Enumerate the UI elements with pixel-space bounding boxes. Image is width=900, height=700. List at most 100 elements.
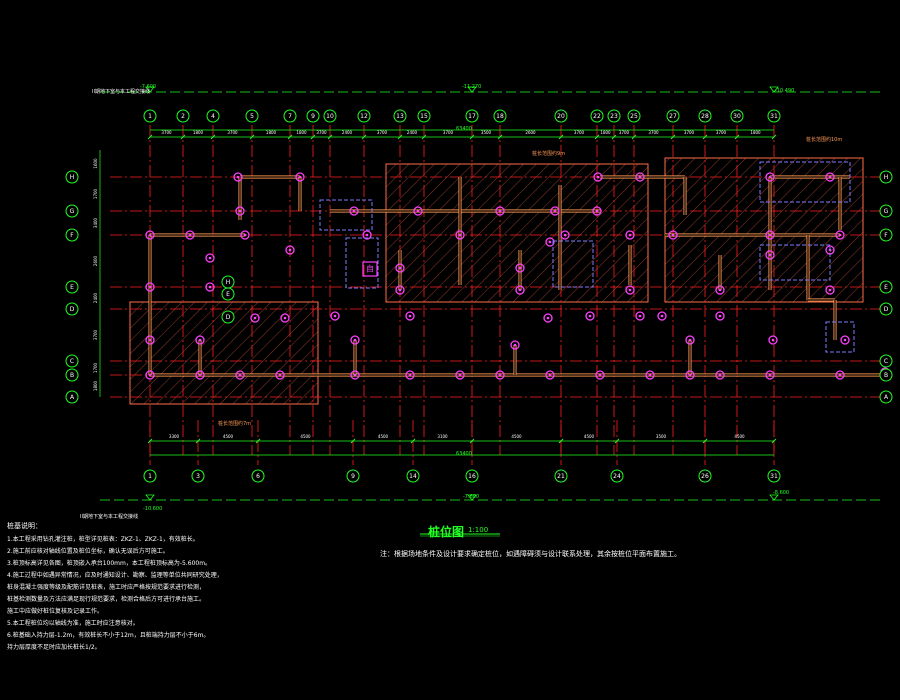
pile-marker <box>195 370 205 380</box>
bottom-dim-label: 3300 <box>169 434 180 439</box>
pile-marker <box>765 250 775 260</box>
pile-center <box>598 373 602 377</box>
bottom-dim-label: 3100 <box>437 434 448 439</box>
pile-marker <box>593 172 603 182</box>
pile-center <box>648 373 652 377</box>
note-line: 施工中应做好桩位复核及记录工作。 <box>7 608 104 615</box>
axis-bubble-right-label: A <box>884 394 889 401</box>
axis-bubble-top <box>554 109 568 123</box>
pile-marker <box>350 370 360 380</box>
pile-marker <box>195 335 205 345</box>
bottom-dim-tick <box>195 438 201 444</box>
axis-bubble-top-label: 9 <box>311 113 315 120</box>
top-dim-tick <box>249 134 255 140</box>
pile-center <box>768 233 772 237</box>
pile-marker <box>592 206 602 216</box>
axis-bubble-bottom <box>191 469 205 483</box>
axis-bubble-top <box>323 109 337 123</box>
axis-bubble-bottom-label: 1 <box>148 473 152 480</box>
pile-marker <box>510 340 520 350</box>
foundation-walls <box>148 175 885 377</box>
pile-center <box>238 373 242 377</box>
axis-bubble-left <box>65 204 79 218</box>
axis-bubble-left-label: D <box>70 306 75 313</box>
axis-bubble-right-label: E <box>884 284 888 291</box>
zone-label-top: 桩长范围约9m <box>532 151 566 157</box>
overall-dim-top: 63400 <box>456 126 472 132</box>
pile-marker <box>765 370 775 380</box>
axis-bubble-left <box>65 228 79 242</box>
bottom-dim-label: 4500 <box>300 434 311 439</box>
pile-marker <box>205 282 215 292</box>
pile-center <box>333 314 337 318</box>
pile-marker <box>395 263 405 273</box>
pile-center <box>498 373 502 377</box>
axis-bubble-left-label: H <box>70 174 75 181</box>
bottom-dim-label: 4500 <box>223 434 234 439</box>
pile-center <box>148 233 152 237</box>
hatched-zones <box>129 157 864 405</box>
axis-bubble-right <box>879 280 893 294</box>
pile-center <box>628 233 632 237</box>
axis-bubble-top-label: 12 <box>360 113 368 120</box>
axis-bubble-left <box>65 302 79 316</box>
bottom-dim-label: 3500 <box>656 434 667 439</box>
pile-marker <box>455 230 465 240</box>
axis-bubble-top <box>206 109 220 123</box>
top-dim-tick <box>287 134 293 140</box>
bottom-dim-tick <box>350 438 356 444</box>
axis-callout <box>221 310 235 324</box>
pile-marker <box>715 370 725 380</box>
pile-center <box>498 209 502 213</box>
pile-center <box>660 314 664 318</box>
left-dim-label: 1800 <box>93 380 98 391</box>
axis-bubble-left <box>65 368 79 382</box>
axis-bubble-top <box>417 109 431 123</box>
pile-center <box>148 285 152 289</box>
elevation-marker <box>467 494 477 501</box>
bottom-dim-label: 4500 <box>584 434 595 439</box>
pile-marker <box>515 285 525 295</box>
bottom-dim-tick <box>614 438 620 444</box>
bottom-dim-label: 4500 <box>378 434 389 439</box>
axis-bubble-bottom-label: 24 <box>613 473 621 480</box>
top-dim-tick <box>210 134 216 140</box>
pile-center <box>638 314 642 318</box>
pile-center <box>671 233 675 237</box>
axis-bubble-bottom <box>143 469 157 483</box>
pile-marker <box>595 370 605 380</box>
axis-bubble-top <box>306 109 320 123</box>
pile-marker <box>330 311 340 321</box>
pile-marker <box>250 313 260 323</box>
pile-center <box>596 175 600 179</box>
notes-title: 桩基说明： <box>7 522 42 530</box>
note-line: 5.本工程桩位均以轴线为准，施工时应注意核对。 <box>7 620 139 627</box>
top-dim-label: 3700 <box>377 130 388 135</box>
pile-center <box>563 233 567 237</box>
pile-center <box>838 233 842 237</box>
pile-center <box>638 175 642 179</box>
axis-bubble-top-label: 13 <box>396 113 404 120</box>
pile-marker <box>455 370 465 380</box>
pile-marker <box>765 230 775 240</box>
left-dim-label: 3700 <box>93 329 98 340</box>
axis-bubble-top-label: 30 <box>733 113 741 120</box>
pile-marker <box>350 335 360 345</box>
note-line: 6.桩基础入持力层-1.2m，有效桩长不小于12m，且桩端持力层不小于6m。 <box>7 632 210 639</box>
elevation-marker <box>145 494 155 501</box>
axis-bubble-bottom <box>554 469 568 483</box>
highlight-box <box>345 237 379 289</box>
axis-bubble-top <box>493 109 507 123</box>
top-dim-label: 3700 <box>619 130 630 135</box>
axis-bubble-left-label: F <box>70 232 74 239</box>
axis-bubble-top-label: 28 <box>701 113 709 120</box>
pile-center <box>416 209 420 213</box>
pile-center <box>188 233 192 237</box>
axis-bubble-top-label: 27 <box>669 113 677 120</box>
axis-bubble-right <box>879 390 893 404</box>
pile-marker <box>685 335 695 345</box>
pile-center <box>843 338 847 342</box>
pile-marker <box>362 230 372 240</box>
pile-marker <box>685 370 695 380</box>
axis-bubble-top-label: 5 <box>250 113 254 120</box>
